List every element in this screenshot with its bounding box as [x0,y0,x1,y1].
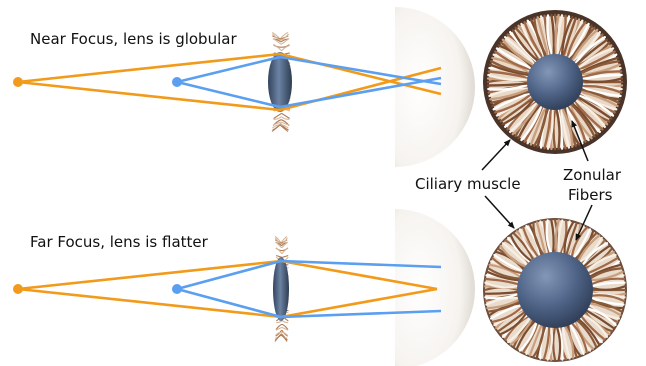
zonular-fibers-label-line2: Fibers [568,186,613,204]
ciliary-bottom-lens [517,252,593,328]
near-orange-rays [18,54,441,110]
ciliary-arrow-top [482,140,510,170]
ciliary-body-top [483,10,627,154]
lens-fiber-strand [282,256,288,258]
far-lens [273,257,289,321]
ciliary-arrow-bottom [485,196,514,228]
zonular-fibers-label-line1: Zonular [563,166,622,184]
near-far-object-point [13,77,23,87]
near-lens [268,52,292,112]
far-far-object-point [13,284,23,294]
ciliary-body-bottom [483,218,627,362]
near-focus-label: Near Focus, lens is globular [30,30,237,48]
ciliary-muscle-label: Ciliary muscle [415,175,521,193]
far-focus-label: Far Focus, lens is flatter [30,233,209,251]
far-near-object-point [172,284,182,294]
near-eyeball [395,7,475,167]
far-orange-rays [18,261,437,317]
near-near-object-point [172,77,182,87]
ciliary-top-lens [527,54,583,110]
